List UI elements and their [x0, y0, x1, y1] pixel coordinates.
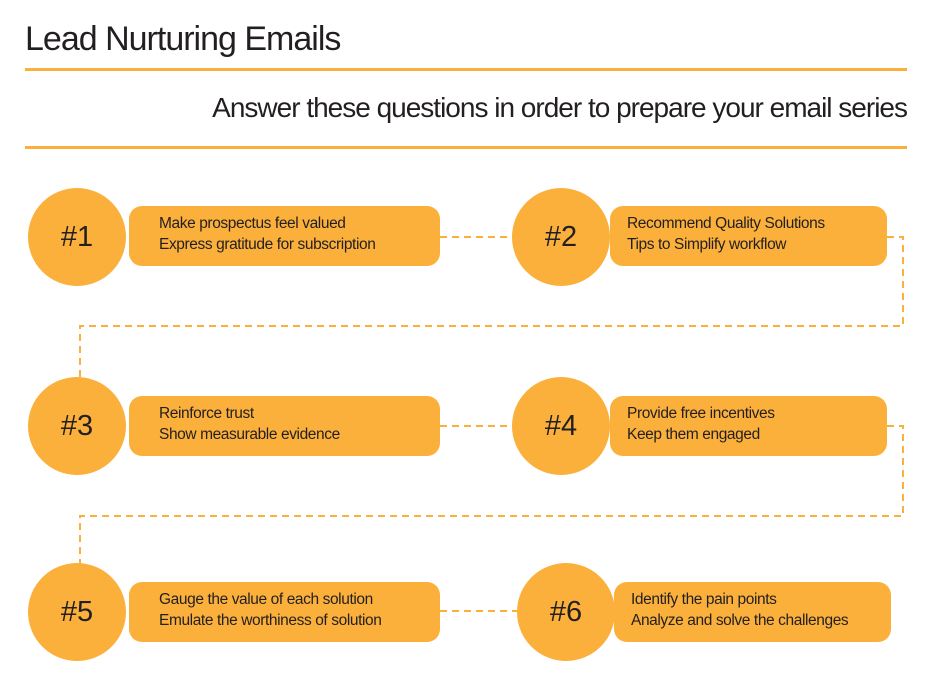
step-4-badge: #4: [512, 377, 610, 475]
step-5-card: Gauge the value of each solution Emulate…: [129, 582, 440, 642]
bottom-divider: [25, 146, 907, 149]
step-1-badge: #1: [28, 188, 126, 286]
step-2-line-2: Tips to Simplify workflow: [627, 235, 787, 253]
step-4-card: Provide free incentives Keep them engage…: [610, 396, 887, 456]
step-3-line-1: Reinforce trust: [159, 405, 254, 422]
step-2-line-1: Recommend Quality Solutions: [627, 215, 825, 232]
step-5-line-1: Gauge the value of each solution: [159, 591, 373, 608]
step-6-card: Identify the pain points Analyze and sol…: [614, 582, 891, 642]
step-3-line-2: Show measurable evidence: [159, 425, 340, 443]
step-2-card: Recommend Quality Solutions Tips to Simp…: [610, 206, 887, 266]
step-6-line-2: Analyze and solve the challenges: [631, 611, 849, 629]
step-4-line-2: Keep them engaged: [627, 425, 760, 443]
step-1-line-1: Make prospectus feel valued: [159, 215, 346, 232]
step-3-badge: #3: [28, 377, 126, 475]
step-6-line-1: Identify the pain points: [631, 591, 777, 608]
step-3-card: Reinforce trust Show measurable evidence: [129, 396, 440, 456]
page-subtitle: Answer these questions in order to prepa…: [212, 92, 908, 123]
step-1-line-2: Express gratitude for subscription: [159, 235, 376, 253]
step-5-badge: #5: [28, 563, 126, 661]
step-4-line-1: Provide free incentives: [627, 405, 775, 422]
step-6-badge: #6: [517, 563, 615, 661]
step-1-card: Make prospectus feel valued Express grat…: [129, 206, 440, 266]
page-title: Lead Nurturing Emails: [25, 20, 341, 58]
step-5-line-2: Emulate the worthiness of solution: [159, 611, 382, 629]
top-divider: [25, 68, 907, 71]
step-2-badge: #2: [512, 188, 610, 286]
